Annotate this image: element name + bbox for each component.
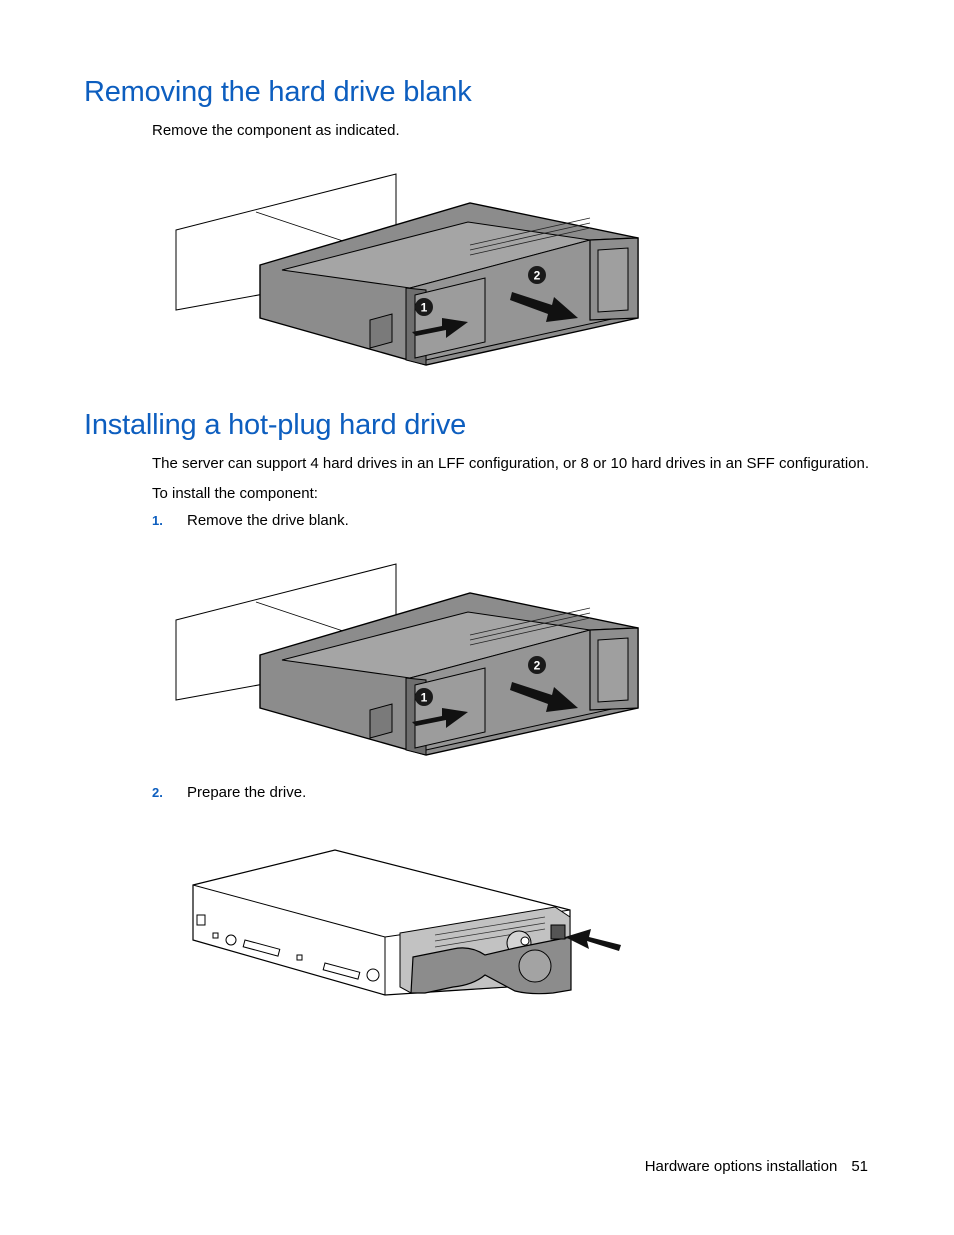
footer-section-name: Hardware options installation: [644, 1158, 838, 1175]
hot-plug-drive-figure: [192, 849, 621, 996]
drive-blank-body: [259, 202, 639, 366]
section-intro-installing: The server can support 4 hard drives in …: [152, 455, 870, 472]
callout-1: 1: [415, 298, 433, 316]
drive-blank-removal-figure: 1 2: [175, 173, 639, 366]
step-1-text: Remove the drive blank.: [187, 512, 349, 529]
drive-blank-removal-figure-step1: 1 2: [175, 563, 639, 756]
press-release-button-arrow: [565, 929, 621, 951]
footer-page-number: 51: [851, 1158, 868, 1175]
callout-2: 2: [528, 266, 546, 284]
drive-blank-body: [259, 592, 639, 756]
callout-1-label: 1: [421, 691, 428, 705]
callout-1: 1: [415, 688, 433, 706]
callout-2: 2: [528, 656, 546, 674]
step-2-text: Prepare the drive.: [187, 784, 307, 801]
callout-2-label: 2: [534, 659, 541, 673]
callout-1-label: 1: [421, 301, 428, 315]
step-1: 1. Remove the drive blank.: [152, 512, 349, 529]
push-arrow: [412, 318, 468, 338]
page-footer: Hardware options installation 51: [645, 1158, 868, 1175]
step-1-number: 1.: [152, 513, 163, 528]
section-intro-removing: Remove the component as indicated.: [152, 122, 400, 139]
section-title-installing-drive: Installing a hot-plug hard drive: [84, 409, 467, 441]
callout-2-label: 2: [534, 269, 541, 283]
release-lever: [410, 924, 572, 995]
slide-out-arrow: [510, 682, 578, 712]
push-arrow: [412, 708, 468, 728]
step-2-number: 2.: [152, 785, 163, 800]
step-2: 2. Prepare the drive.: [152, 784, 306, 801]
install-lead-text: To install the component:: [152, 485, 318, 502]
slide-out-arrow: [510, 292, 578, 322]
section-title-removing-blank: Removing the hard drive blank: [84, 76, 472, 108]
